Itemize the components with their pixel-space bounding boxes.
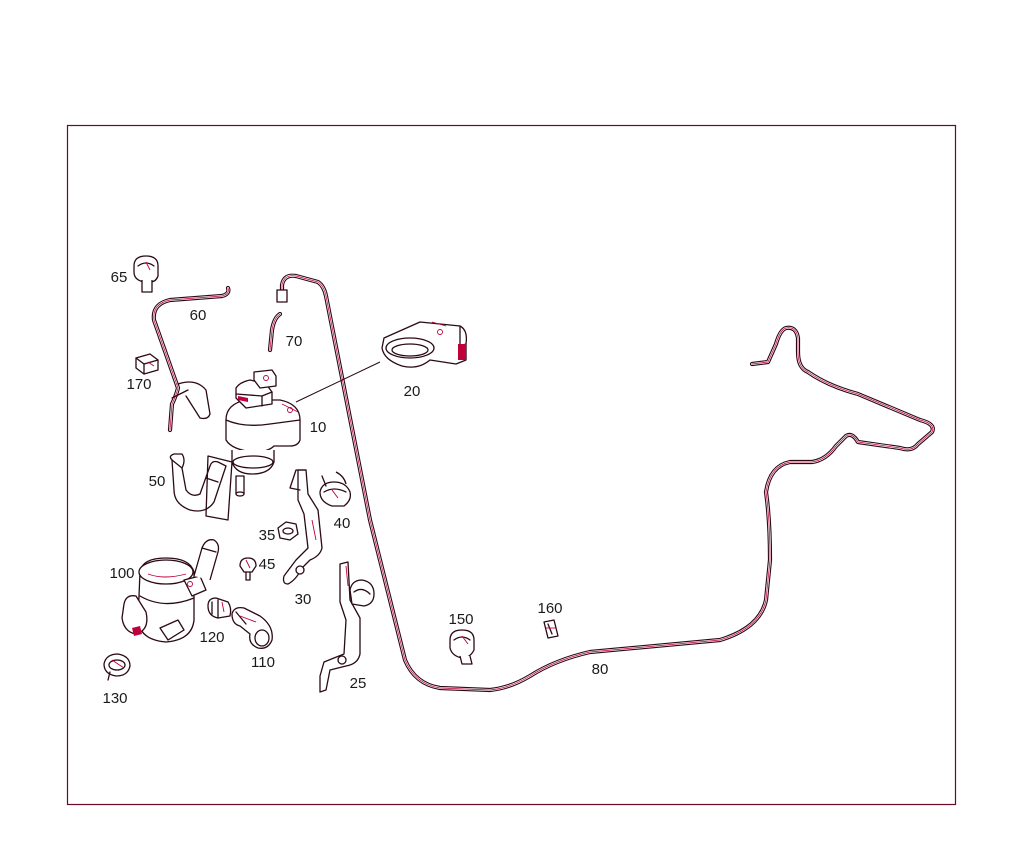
part-65-clamp	[133, 255, 159, 293]
part-130-clamp	[103, 653, 131, 681]
callout-60: 60	[190, 307, 207, 324]
part-30-bracket	[282, 469, 323, 585]
callout-20: 20	[404, 383, 421, 400]
callout-35: 35	[259, 527, 276, 544]
part-150-clamp	[449, 629, 475, 665]
callout-70: 70	[286, 333, 303, 350]
part-170-clip	[135, 353, 159, 375]
part-70-hose	[267, 311, 283, 353]
callout-170: 170	[126, 376, 151, 393]
part-20-bracket	[381, 321, 468, 368]
diagram-frame	[66, 124, 957, 806]
callout-150: 150	[448, 611, 473, 628]
callout-160: 160	[537, 600, 562, 617]
part-50-hose	[169, 453, 233, 521]
leader-10-20	[295, 361, 381, 403]
callout-40: 40	[334, 515, 351, 532]
callout-30: 30	[295, 591, 312, 608]
part-160-clip	[543, 619, 559, 639]
callout-120: 120	[199, 629, 224, 646]
part-35-nut	[277, 521, 299, 541]
callout-50: 50	[149, 473, 166, 490]
part-25-bracket	[319, 561, 375, 693]
callout-130: 130	[102, 690, 127, 707]
callout-10: 10	[310, 419, 327, 436]
callout-25: 25	[350, 675, 367, 692]
callout-labels: 10 20 25 30 35 40 45 50 60 65 70 80 100 …	[102, 269, 608, 707]
part-60-hose	[151, 285, 231, 433]
part-110-hose	[231, 606, 273, 649]
callout-100: 100	[109, 565, 134, 582]
part-10-valve	[225, 369, 301, 497]
part-40-clamp	[319, 471, 352, 507]
part-120-clamp	[207, 597, 232, 619]
callout-110: 110	[251, 654, 275, 671]
callout-80: 80	[592, 661, 609, 678]
part-45-bolt	[239, 557, 257, 581]
callout-45: 45	[259, 556, 276, 573]
part-100-pump	[121, 539, 220, 643]
callout-65: 65	[111, 269, 128, 286]
part-80-line	[276, 273, 935, 693]
